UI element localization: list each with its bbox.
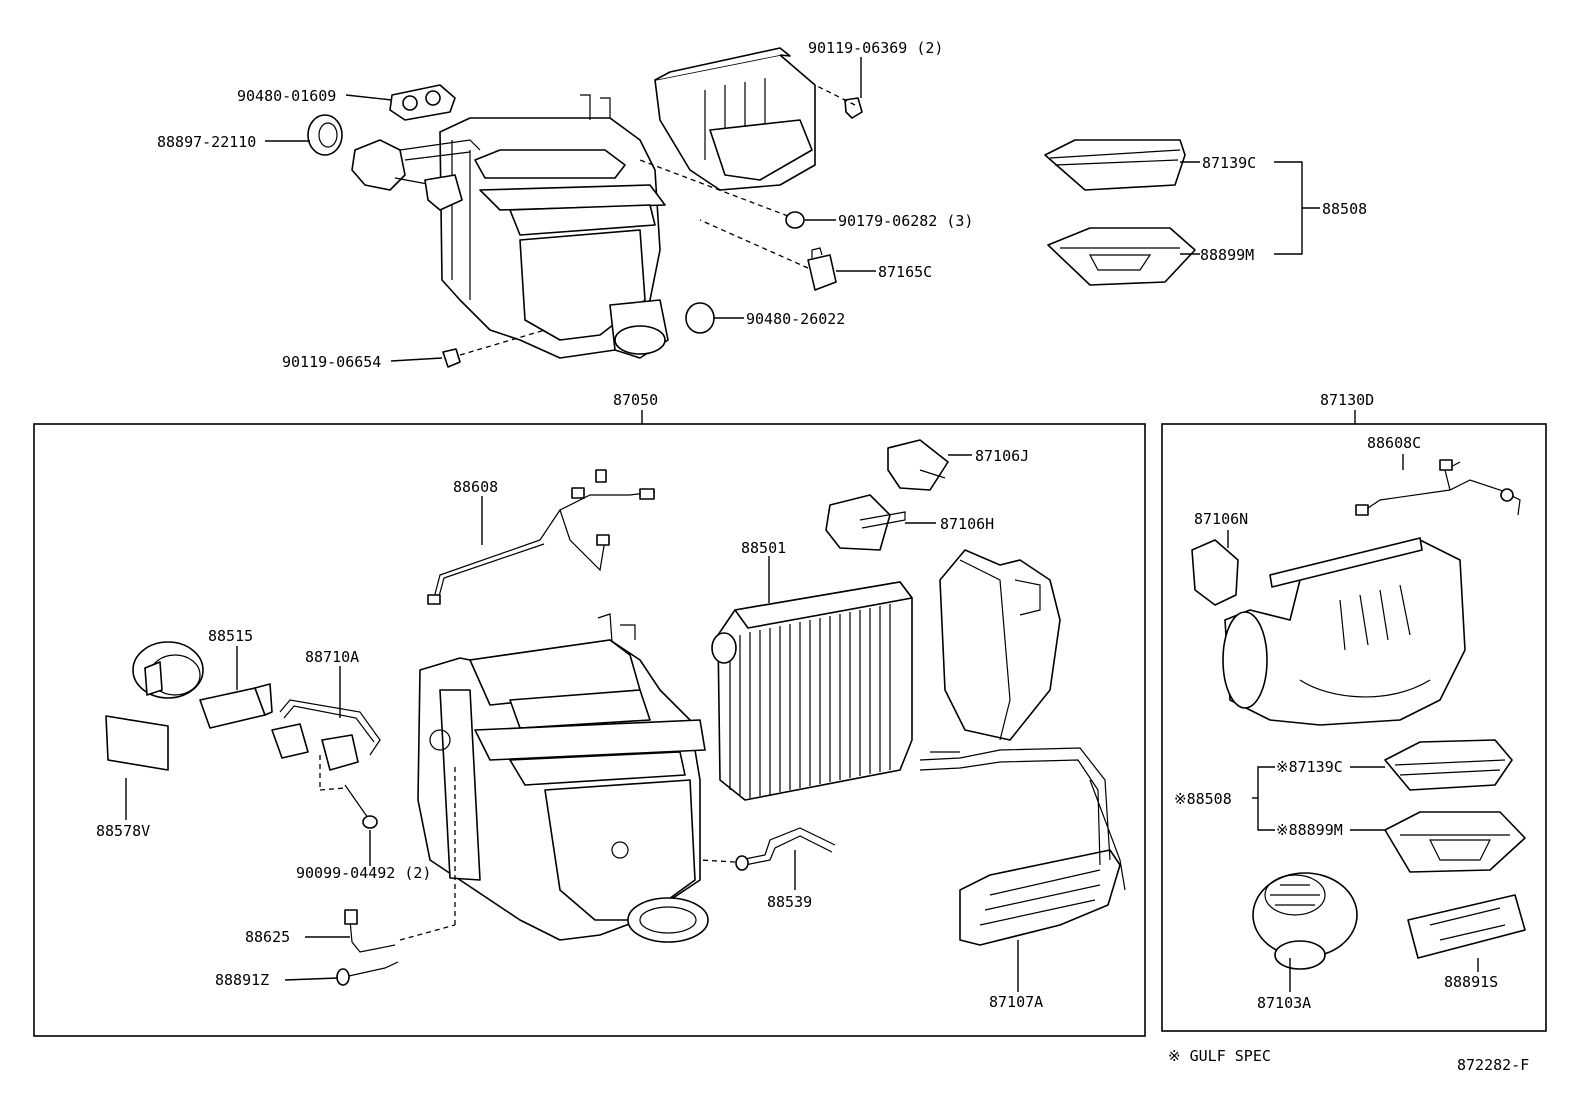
- frame-87130d: [1161, 423, 1547, 1032]
- label-87050: 87050: [613, 391, 658, 409]
- label-88891z: 88891Z: [215, 971, 269, 989]
- label-88501: 88501: [741, 539, 786, 557]
- label-88515: 88515: [208, 627, 253, 645]
- label-88608: 88608: [453, 478, 498, 496]
- label-88899m: 88899M: [1200, 246, 1254, 264]
- label-88897-22110: 88897-22110: [157, 133, 256, 151]
- label-87106h: 87106H: [940, 515, 994, 533]
- gulf-spec-footnote: ※ GULF SPEC: [1168, 1047, 1271, 1065]
- top-heater-assembly: [307, 47, 863, 368]
- label-88608c: 88608C: [1367, 434, 1421, 452]
- label-87139c: 87139C: [1202, 154, 1256, 172]
- top-leaders: [265, 57, 876, 362]
- label-90480-26022: 90480-26022: [746, 310, 845, 328]
- label-88625: 88625: [245, 928, 290, 946]
- label-88899m-gulf: ※88899M: [1276, 821, 1343, 839]
- diagram-id: 872282-F: [1457, 1056, 1529, 1074]
- label-87165c: 87165C: [878, 263, 932, 281]
- label-88508: 88508: [1322, 200, 1367, 218]
- label-90099-04492: 90099-04492 (2): [296, 864, 431, 882]
- blower-87130d-parts: [1191, 459, 1526, 970]
- label-88508-gulf: ※88508: [1174, 790, 1232, 808]
- label-90179-06282: 90179-06282 (3): [838, 212, 973, 230]
- label-87103a: 87103A: [1257, 994, 1311, 1012]
- label-90119-06654: 90119-06654: [282, 353, 381, 371]
- part-labels: 90119-06369 (2) 90480-01609 88897-22110 …: [96, 39, 1529, 1074]
- case-87050-leaders: [125, 454, 1019, 992]
- frame-87050: [33, 423, 1146, 1037]
- label-88539: 88539: [767, 893, 812, 911]
- blower-87130d-leaders: [1227, 454, 1479, 992]
- label-87139c-gulf: ※87139C: [1276, 758, 1343, 776]
- label-87130d: 87130D: [1320, 391, 1374, 409]
- label-88578v: 88578V: [96, 822, 150, 840]
- label-87106n: 87106N: [1194, 510, 1248, 528]
- label-88710a: 88710A: [305, 648, 359, 666]
- filter-set-top: [1044, 139, 1320, 286]
- label-87107a: 87107A: [989, 993, 1043, 1011]
- label-87106j: 87106J: [975, 447, 1029, 465]
- label-88891s: 88891S: [1444, 973, 1498, 991]
- label-90119-06369: 90119-06369 (2): [808, 39, 943, 57]
- label-90480-01609: 90480-01609: [237, 87, 336, 105]
- case-87050-parts: [105, 439, 1126, 986]
